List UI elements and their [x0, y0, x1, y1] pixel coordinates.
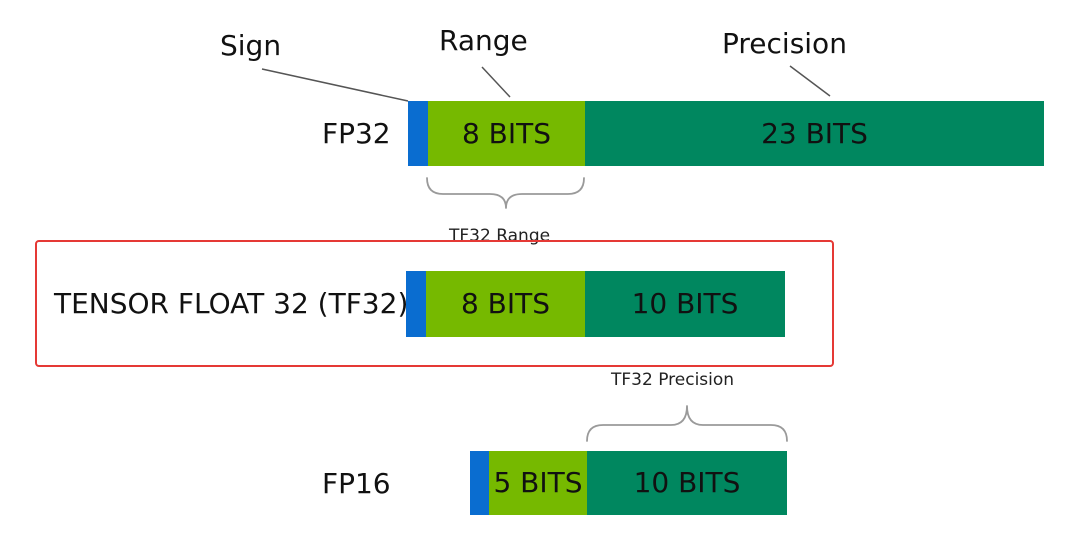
fp32-exponent-label: 8 BITS [461, 116, 552, 150]
fp32-mantissa-label: 23 BITS [761, 116, 868, 150]
precision-leader-line [789, 65, 831, 97]
fp16-exponent-bits: 5 BITS [489, 451, 587, 515]
tf32-precision-brace [586, 405, 788, 442]
fp32-mantissa-bits: 23 BITS [585, 101, 1044, 166]
sign-annotation: Sign [220, 29, 282, 62]
range-annotation: Range [439, 24, 528, 57]
fp32-sign-bit [408, 101, 428, 166]
tf32-precision-annotation: TF32 Precision [611, 370, 735, 390]
fp16-sign-bit [470, 451, 489, 515]
fp32-format-label: FP32 [322, 117, 391, 150]
fp16-exponent-label: 5 BITS [493, 466, 583, 499]
tf32-exponent-bits: 8 BITS [426, 271, 585, 337]
precision-annotation: Precision [722, 27, 847, 60]
tf32-mantissa-bits: 10 BITS [585, 271, 785, 337]
tf32-sign-bit [406, 271, 426, 337]
sign-leader-line [261, 68, 409, 102]
fp16-format-label: FP16 [322, 467, 391, 500]
tf32-mantissa-label: 10 BITS [631, 287, 739, 320]
tf32-exponent-label: 8 BITS [460, 287, 551, 320]
fp16-mantissa-bits: 10 BITS [587, 451, 787, 515]
tf32-format-label: TENSOR FLOAT 32 (TF32) [54, 287, 409, 320]
fp16-mantissa-label: 10 BITS [633, 466, 741, 499]
range-leader-line [481, 66, 511, 98]
fp32-exponent-bits: 8 BITS [428, 101, 585, 166]
tf32-range-brace [426, 177, 585, 209]
tf32-highlight-box [35, 240, 834, 367]
